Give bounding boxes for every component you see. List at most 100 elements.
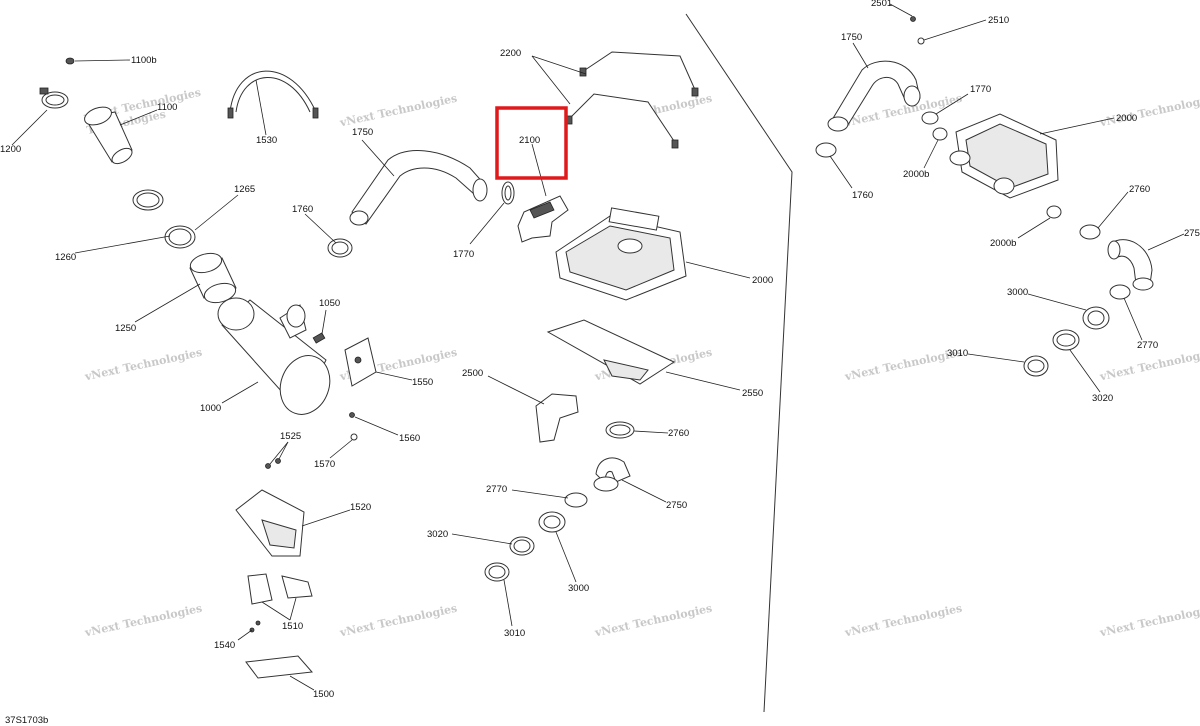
part-1550-bracket: 1550 bbox=[344, 337, 433, 388]
part-label-2200: 2200 bbox=[500, 48, 521, 59]
part-1560-nut: 1560 bbox=[349, 412, 420, 444]
part-1520-heat-shield: 1520 bbox=[235, 489, 371, 557]
part-2000b-fitting-upper: 2000b bbox=[903, 127, 948, 180]
part-label-2000: 2000 bbox=[752, 275, 773, 286]
part-2501-screw: 2501 bbox=[871, 0, 916, 22]
part-1265-clamp: 1265 bbox=[164, 184, 255, 249]
part-3000-adapter-inset: 3000 bbox=[1007, 287, 1110, 330]
part-label-1520: 1520 bbox=[350, 502, 371, 513]
part-label-2750-inset: 2750 bbox=[1184, 228, 1200, 239]
part-2760-clamp: 2760 bbox=[605, 421, 689, 439]
part-3020-seal: 3020 bbox=[427, 529, 535, 556]
part-label-1250: 1250 bbox=[115, 323, 136, 334]
part-1540-screws: 1540 bbox=[214, 620, 261, 651]
part-3000-adapter: 3000 bbox=[538, 511, 589, 594]
diagram-code: 37S1703b bbox=[5, 715, 48, 726]
part-2750-elbow: 2750 bbox=[593, 457, 687, 511]
part-1500-bracket: 1500 bbox=[245, 655, 334, 700]
part-label-1750-inset: 1750 bbox=[841, 32, 862, 43]
part-label-1570: 1570 bbox=[314, 459, 335, 470]
part-label-2760: 2760 bbox=[668, 428, 689, 439]
highlight-callout-box bbox=[495, 106, 568, 180]
part-label-1760: 1760 bbox=[292, 204, 313, 215]
watermark: vNext Technologies bbox=[338, 602, 459, 640]
part-2100-bracket: 2100 bbox=[495, 106, 569, 243]
part-label-1510: 1510 bbox=[282, 621, 303, 632]
part-1200-clamp: 1200 bbox=[0, 87, 69, 155]
watermark: vNext Technologies bbox=[83, 346, 204, 384]
part-1100-tube: 1100 bbox=[84, 102, 177, 165]
part-label-1560: 1560 bbox=[399, 433, 420, 444]
part-2510-washer: 2510 bbox=[917, 15, 1009, 45]
part-label-3010-inset: 3010 bbox=[947, 348, 968, 359]
part-1570-washer: 1570 bbox=[314, 433, 358, 470]
part-label-1000: 1000 bbox=[200, 403, 221, 414]
watermark: vNext Technologies bbox=[843, 346, 964, 384]
watermark: vNext Technologies bbox=[593, 602, 714, 640]
part-1750-hose-inset: 1750 bbox=[827, 32, 921, 132]
part-2750-elbow-inset: 2750 bbox=[1107, 228, 1200, 291]
part-label-2510: 2510 bbox=[988, 15, 1009, 26]
part-label-1050: 1050 bbox=[319, 298, 340, 309]
part-label-1750: 1750 bbox=[352, 127, 373, 138]
part-label-1260: 1260 bbox=[55, 252, 76, 263]
part-label-2000-inset: 2000 bbox=[1116, 113, 1137, 124]
part-label-1550: 1550 bbox=[412, 377, 433, 388]
watermark: vNext Technologies bbox=[83, 602, 204, 640]
part-label-2000b-upper: 2000b bbox=[903, 169, 929, 180]
part-label-2770-inset: 2770 bbox=[1137, 340, 1158, 351]
part-1760-clamp: 1760 bbox=[292, 204, 353, 258]
part-label-1100b: 1100b bbox=[131, 55, 157, 66]
part-label-2501: 2501 bbox=[871, 0, 892, 9]
part-label-3010: 3010 bbox=[504, 628, 525, 639]
watermark: vNext Technologies bbox=[338, 92, 459, 130]
part-label-3020: 3020 bbox=[427, 529, 448, 540]
part-label-3000: 3000 bbox=[568, 583, 589, 594]
part-2500-bracket: 2500 bbox=[462, 368, 579, 443]
part-label-1540: 1540 bbox=[214, 640, 235, 651]
section-divider-line bbox=[685, 13, 793, 713]
part-3010-seal: 3010 bbox=[484, 562, 525, 639]
part-label-1200: 1200 bbox=[0, 144, 21, 155]
part-2200-straps: 2200 bbox=[500, 48, 699, 149]
part-label-2750: 2750 bbox=[666, 500, 687, 511]
part-1000-muffler: 1000 bbox=[200, 297, 331, 415]
part-2770-clamp-inset: 2770 bbox=[1109, 284, 1158, 351]
part-label-1500: 1500 bbox=[313, 689, 334, 700]
part-1050-sensor: 1050 bbox=[312, 298, 340, 344]
part-1760-clamp-inset: 1760 bbox=[815, 142, 873, 201]
part-1530-harness: 1530 bbox=[227, 70, 319, 146]
part-1260-clamp: 1260 bbox=[55, 189, 171, 263]
watermark: vNext Technologies bbox=[843, 602, 964, 640]
part-1100b: 1100b bbox=[65, 55, 157, 66]
watermark: vNext Technologies bbox=[1098, 602, 1200, 640]
part-2550-filter: 2550 bbox=[546, 319, 763, 399]
part-label-1770: 1770 bbox=[453, 249, 474, 260]
part-label-2760-inset: 2760 bbox=[1129, 184, 1150, 195]
part-label-3000-inset: 3000 bbox=[1007, 287, 1028, 298]
part-3020-seal-inset: 3020 bbox=[1052, 329, 1113, 404]
part-1510-brackets: 1510 bbox=[247, 573, 313, 632]
part-1770-ring-inset: 1770 bbox=[921, 84, 991, 125]
watermark: vNext Technologies bbox=[1098, 346, 1200, 384]
part-2770-clamp: 2770 bbox=[486, 484, 588, 508]
part-2760-clamp-inset: 2760 bbox=[1079, 184, 1150, 240]
part-3010-seal-inset: 3010 bbox=[947, 348, 1049, 377]
part-label-3020-inset: 3020 bbox=[1092, 393, 1113, 404]
part-label-1760-inset: 1760 bbox=[852, 190, 873, 201]
part-label-2000b-lower: 2000b bbox=[990, 238, 1016, 249]
part-1250-coupler: 1250 bbox=[115, 252, 237, 334]
part-label-1525: 1525 bbox=[280, 431, 301, 442]
part-label-2500: 2500 bbox=[462, 368, 483, 379]
part-label-2770: 2770 bbox=[486, 484, 507, 495]
part-label-1770-inset: 1770 bbox=[970, 84, 991, 95]
part-label-1100: 1100 bbox=[157, 102, 177, 113]
part-label-2550: 2550 bbox=[742, 388, 763, 399]
part-label-1265: 1265 bbox=[234, 184, 255, 195]
part-1770-ring: 1770 bbox=[453, 181, 515, 260]
part-1525-screws: 1525 bbox=[265, 431, 301, 469]
part-label-1530: 1530 bbox=[256, 135, 277, 146]
part-2000b-fitting-lower: 2000b bbox=[990, 205, 1062, 249]
part-2000-airbox: 2000 bbox=[555, 207, 773, 301]
